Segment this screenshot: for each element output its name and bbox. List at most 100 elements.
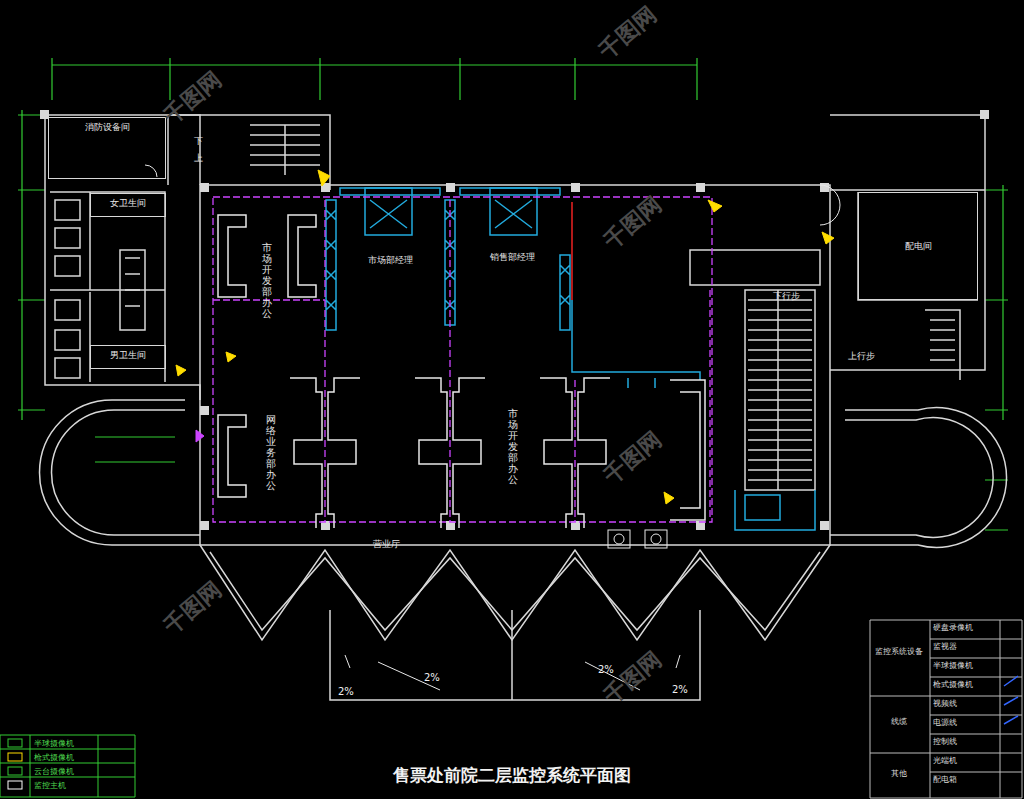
- table-cell: 控制线: [933, 738, 957, 747]
- workstations: [540, 378, 610, 528]
- workstations: [415, 378, 485, 528]
- room-name: 配电间: [859, 237, 977, 256]
- cameras: [196, 430, 204, 442]
- cameras: [708, 200, 722, 212]
- watermark: 千图网: [600, 428, 666, 489]
- walls: [55, 200, 80, 378]
- room-label: 销售部经理: [490, 253, 535, 263]
- legend-sample: [8, 739, 22, 747]
- room-label: 营业厅: [373, 540, 400, 550]
- room-name: 男卫生间: [91, 346, 165, 365]
- workstations: [218, 415, 246, 497]
- table-symbols: [1004, 676, 1018, 724]
- dimension-lines: [985, 480, 1008, 530]
- room-label: 市场部经理: [368, 256, 413, 266]
- table-cell: 电源线: [933, 719, 957, 728]
- watermark: 千图网: [595, 3, 661, 64]
- table-cell: 半球摄像机: [933, 662, 973, 671]
- table-cell: 监视器: [933, 643, 957, 652]
- workstations: [288, 215, 316, 297]
- room-label: 下: [194, 137, 203, 147]
- magenta-cable-route: [709, 290, 710, 520]
- workstations: [218, 215, 246, 297]
- walls: [748, 300, 812, 480]
- walls: [925, 310, 960, 380]
- walls: [120, 250, 145, 330]
- legend-text: 枪式摄像机: [34, 752, 74, 763]
- magenta-cable-route: [213, 197, 712, 522]
- equipment-table: [930, 620, 1000, 798]
- dimension-lines: [18, 58, 1008, 530]
- table-cell: 枪式摄像机: [933, 681, 973, 690]
- workstations: [290, 378, 360, 528]
- cyan-partitions: [340, 188, 560, 195]
- slope-label: 2%: [672, 684, 688, 695]
- cyan-partitions: [735, 490, 815, 530]
- table-cell: 视频线: [933, 700, 957, 709]
- room-label: 上: [194, 154, 203, 164]
- cameras: [226, 352, 236, 362]
- red-cable: [571, 202, 573, 300]
- columns: [200, 183, 209, 192]
- walls: [777, 290, 779, 490]
- magenta-cable-route: [213, 197, 712, 522]
- table-group-cell: 其他: [872, 770, 926, 779]
- equipment-table: [870, 620, 1022, 798]
- leader-lines: [95, 437, 175, 462]
- legend-text: 云台摄像机: [34, 766, 74, 777]
- legend-sample: [8, 753, 22, 761]
- cameras: [176, 170, 834, 504]
- walls: [830, 115, 985, 370]
- legend-text: 半球摄像机: [34, 738, 74, 749]
- vertical-room-label: 市场开发部办公: [262, 242, 272, 319]
- cyan-partitions: [572, 300, 700, 388]
- columns: [446, 183, 455, 192]
- walls: [200, 185, 830, 545]
- columns: [40, 110, 989, 530]
- walls: [830, 407, 1007, 547]
- room-name: 消防设备间: [49, 118, 165, 137]
- columns: [200, 521, 209, 530]
- vertical-room-label: 市场开发部办公: [508, 408, 518, 485]
- walls: [200, 545, 830, 640]
- room-name: 女卫生间: [91, 194, 165, 213]
- vertical-room-label: 网络业务部办公: [266, 414, 276, 491]
- legend-table: [0, 735, 135, 797]
- watermark: 千图网: [160, 578, 226, 639]
- columns: [820, 521, 829, 530]
- cameras: [664, 492, 674, 504]
- door-swings: [145, 165, 840, 225]
- room-box: 配电间: [858, 192, 978, 300]
- walls: [745, 290, 815, 490]
- cameras: [318, 170, 330, 186]
- cyan-partitions: [560, 255, 570, 330]
- slope-label: 2%: [338, 686, 354, 697]
- cameras: [176, 365, 186, 376]
- walls: [168, 115, 330, 190]
- watermark: 千图网: [600, 193, 666, 254]
- room-box: 女卫生间: [90, 193, 166, 217]
- slope-label: 2%: [598, 664, 614, 675]
- door-swings: [820, 185, 840, 225]
- walls: [830, 190, 985, 300]
- red-cable: [571, 202, 573, 300]
- room-box: 男卫生间: [90, 345, 166, 369]
- table-cell: 硬盘录像机: [933, 624, 973, 633]
- walls: [52, 410, 201, 535]
- legend-text: 监控主机: [34, 780, 66, 791]
- legend-sample: [8, 767, 22, 775]
- walls: [50, 192, 165, 382]
- table-cell: 配电箱: [933, 776, 957, 785]
- workstations: [651, 534, 661, 544]
- columns: [200, 406, 209, 415]
- workstations: [670, 380, 705, 520]
- walls: [40, 115, 1007, 700]
- equipment-table: [870, 620, 1022, 798]
- columns: [696, 183, 705, 192]
- cyan-partitions: [326, 200, 336, 330]
- table-group-cell: 线缆: [872, 718, 926, 727]
- table-symbols: [1004, 676, 1018, 724]
- walls: [690, 250, 820, 285]
- workstations: [608, 530, 630, 548]
